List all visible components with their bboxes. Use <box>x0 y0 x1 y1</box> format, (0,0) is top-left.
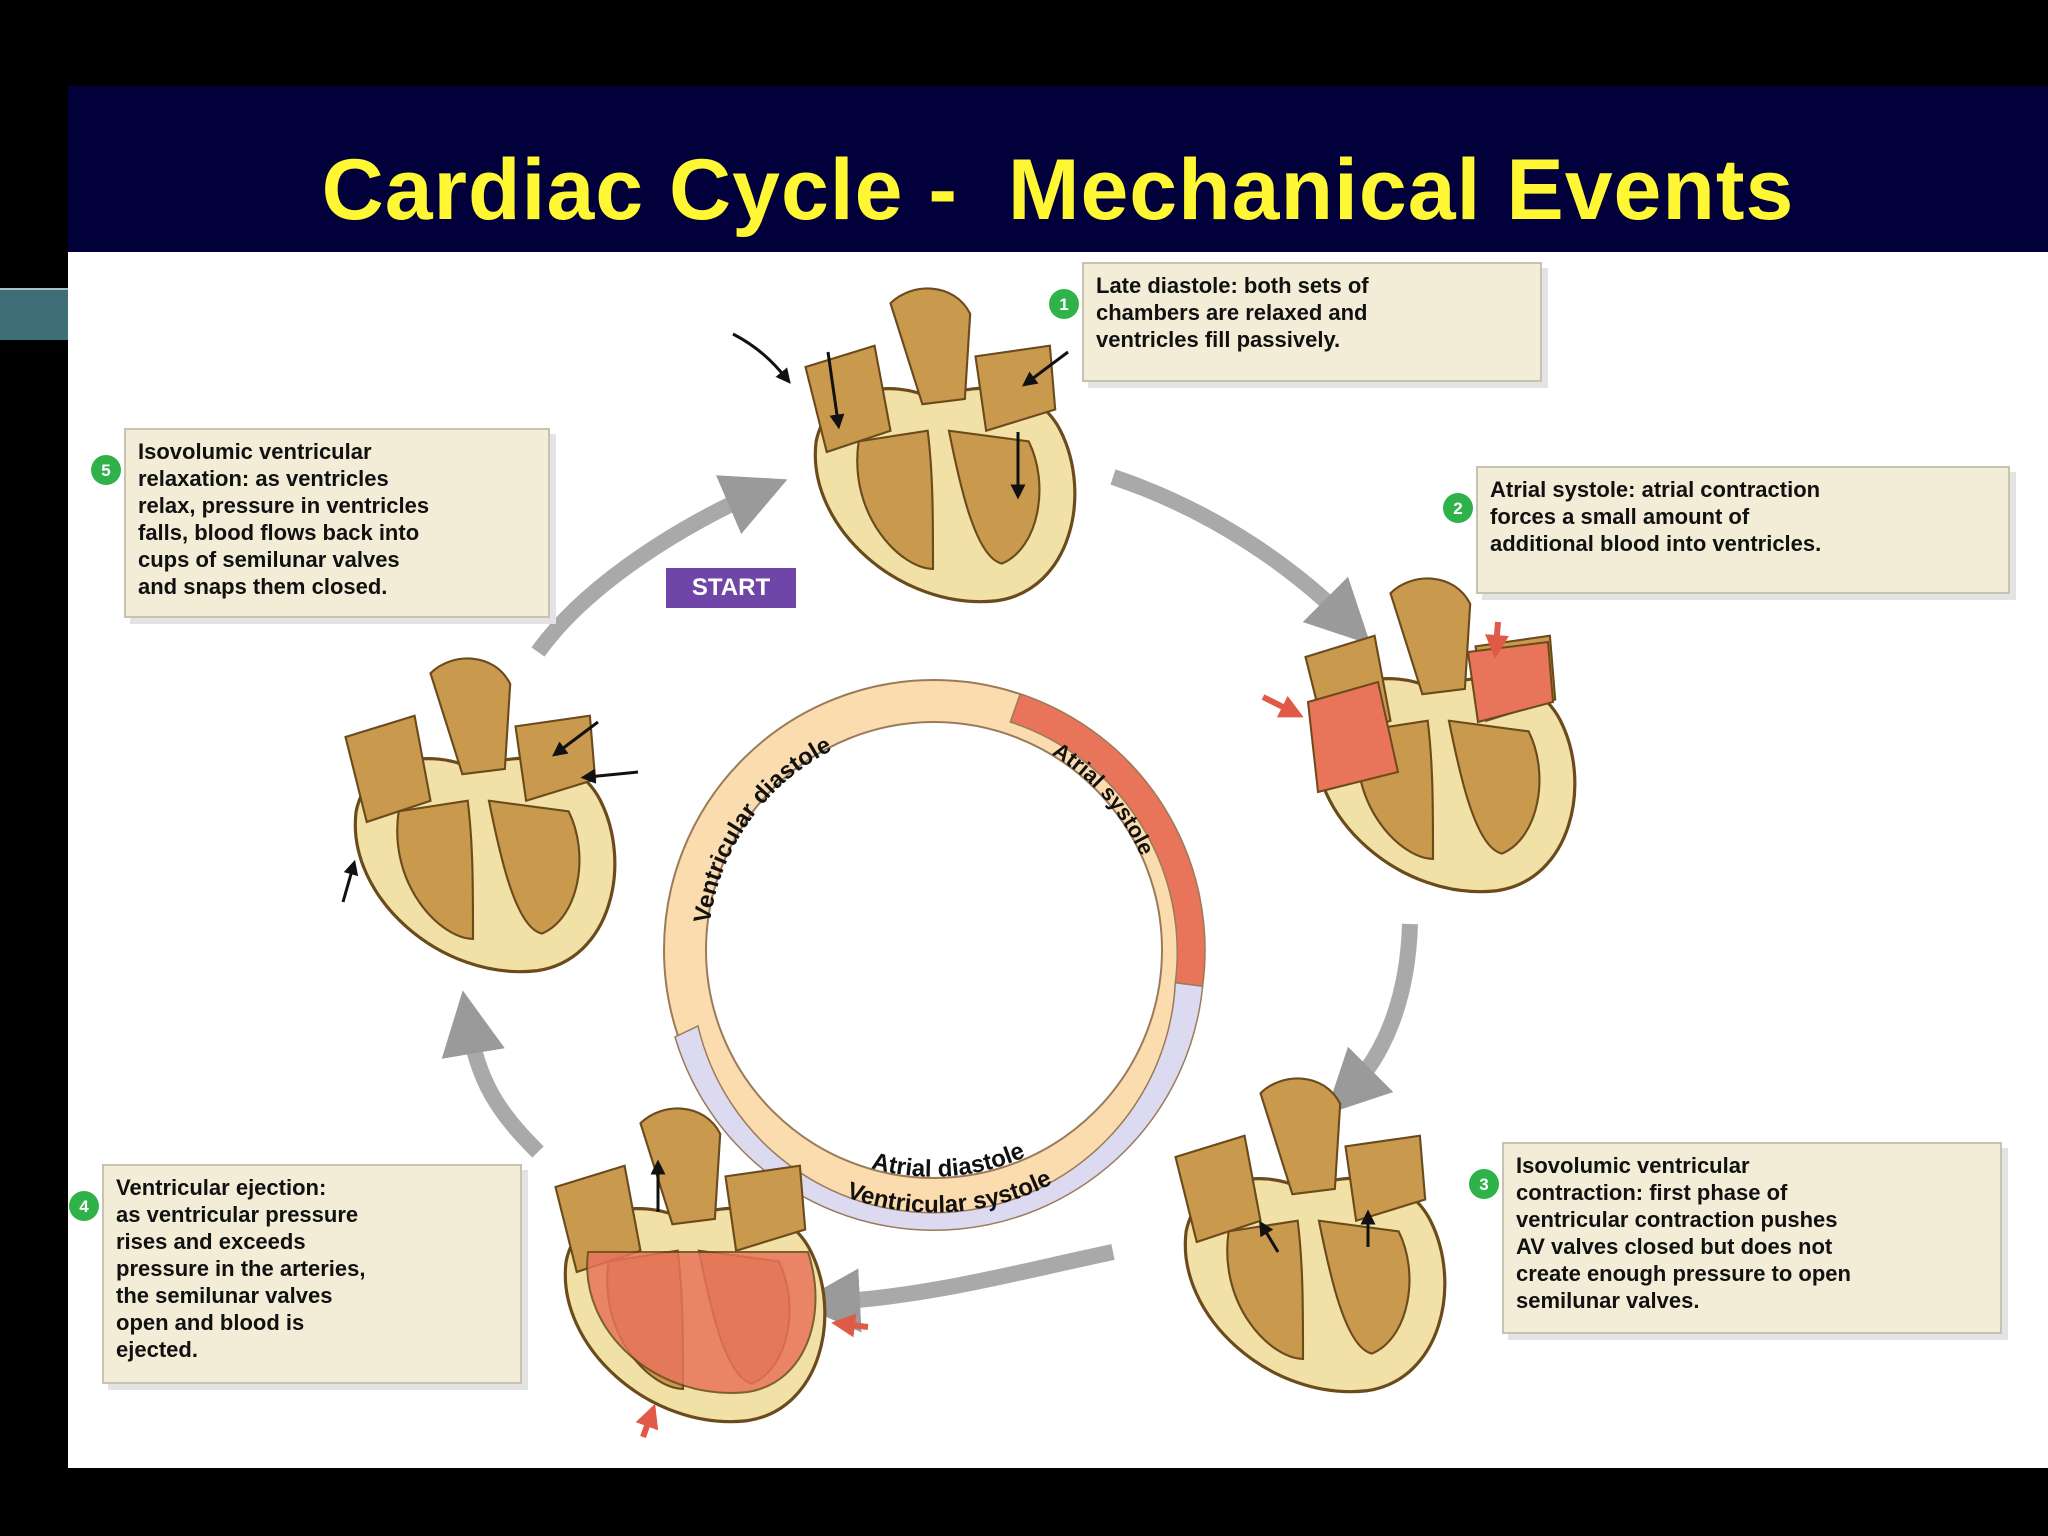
flow-arrow-2-3 <box>1325 923 1418 1115</box>
heart-ventricular-ejection <box>553 1106 869 1439</box>
start-label: START <box>666 568 796 608</box>
step-2-callout: 2 Atrial systole: atrial contraction for… <box>1443 466 2010 594</box>
step-3-line-4: AV valves closed but does not <box>1516 1234 1833 1259</box>
flow-arrow-5-1 <box>531 475 788 657</box>
step-5-line-6: and snaps them closed. <box>138 574 388 599</box>
step-3-line-2: contraction: first phase of <box>1516 1180 1788 1205</box>
step-1-callout: 1 Late diastole: both sets of chambers a… <box>1049 262 1542 382</box>
step-4-line-4: pressure in the arteries, <box>116 1256 366 1281</box>
step-5-line-2: relaxation: as ventricles <box>138 466 389 491</box>
step-3-callout: 3 Isovolumic ventricular contraction: fi… <box>1469 1142 2002 1334</box>
step-4-callout: 4 Ventricular ejection: as ventricular p… <box>69 1164 522 1384</box>
heart-atrial-systole <box>1261 576 1577 894</box>
diagram-area: Ventricular diastole Atrial systole Atri… <box>68 252 2048 1468</box>
flow-arrow-4-5 <box>441 990 544 1158</box>
flow-arrow-1-2 <box>1110 469 1371 645</box>
step-2-line-1: Atrial systole: atrial contraction <box>1490 477 1821 502</box>
step-4-line-3: rises and exceeds <box>116 1229 306 1254</box>
step-5-callout: 5 Isovolumic ventricular relaxation: as … <box>91 428 550 618</box>
step-1-badge: 1 <box>1049 289 1079 319</box>
heart-isovolumic-contraction <box>1173 1076 1447 1394</box>
step-1-line-2: chambers are relaxed and <box>1096 300 1368 325</box>
step-5-line-5: cups of semilunar valves <box>138 547 400 572</box>
step-4-badge: 4 <box>69 1191 99 1221</box>
step-2-line-2: forces a small amount of <box>1490 504 1750 529</box>
start-arrow <box>732 332 791 384</box>
step-5-line-4: falls, blood flows back into <box>138 520 420 545</box>
step-4-line-1: Ventricular ejection: <box>116 1175 327 1200</box>
step-1-line-1: Late diastole: both sets of <box>1096 273 1369 298</box>
heart-isovolumic-relaxation <box>341 656 639 974</box>
step-2-line-3: additional blood into ventricles. <box>1490 531 1822 556</box>
step-5-badge: 5 <box>91 455 121 485</box>
step-2-badge: 2 <box>1443 493 1473 523</box>
step-3-line-6: semilunar valves. <box>1516 1288 1700 1313</box>
slide-title: Cardiac Cycle - Mechanical Events <box>321 142 1795 238</box>
title-band: Cardiac Cycle - Mechanical Events <box>68 86 2048 252</box>
step-5-line-3: relax, pressure in ventricles <box>138 493 430 518</box>
step-4-line-2: as ventricular pressure <box>116 1202 359 1227</box>
step-1-line-3: ventricles fill passively. <box>1096 327 1341 352</box>
step-4-line-7: ejected. <box>116 1337 198 1362</box>
step-4-line-5: the semilunar valves <box>116 1283 333 1308</box>
phase-ring: Ventricular diastole Atrial systole Atri… <box>663 679 1206 1231</box>
step-3-line-1: Isovolumic ventricular <box>1516 1153 1750 1178</box>
flow-arrow-3-4 <box>796 1244 1115 1333</box>
accent-bar <box>0 290 68 340</box>
step-5-line-1: Isovolumic ventricular <box>138 439 372 464</box>
step-3-badge: 3 <box>1469 1169 1499 1199</box>
step-4-line-6: open and blood is <box>116 1310 305 1335</box>
step-3-line-5: create enough pressure to open <box>1516 1261 1851 1286</box>
ventricular-systole-segment <box>674 981 1204 1231</box>
accent-line <box>0 288 68 290</box>
heart-late-diastole <box>803 286 1077 604</box>
cycle-diagram: Ventricular diastole Atrial systole Atri… <box>341 286 1577 1439</box>
step-3-line-3: ventricular contraction pushes <box>1516 1207 1838 1232</box>
